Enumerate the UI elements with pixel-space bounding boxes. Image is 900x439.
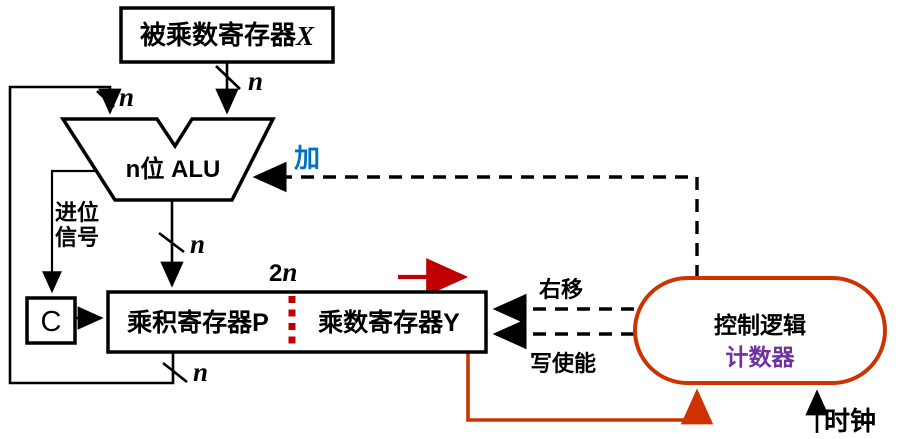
control-logic-label: 控制逻辑 bbox=[714, 312, 806, 338]
alu-feedback-wire bbox=[8, 85, 175, 385]
bus-width-label-alu-output: n bbox=[190, 229, 205, 259]
product-register-label: 乘积寄存器P bbox=[127, 308, 269, 337]
bus-width-label-alu-left: n bbox=[119, 82, 134, 112]
multiplicand-register-box bbox=[119, 6, 335, 64]
bus-slash-x-input bbox=[215, 65, 241, 90]
bus-width-label-feedback: n bbox=[193, 357, 208, 387]
bus-width-label-x-input: n bbox=[248, 66, 263, 96]
multiplier-register-label: 乘数寄存器Y bbox=[318, 308, 460, 337]
carry-signal-wire bbox=[42, 169, 96, 294]
bus-slash-alu-output bbox=[158, 231, 185, 254]
counter-label: 计数器 bbox=[726, 344, 796, 370]
carry-flag-label: C bbox=[41, 306, 62, 338]
register-box bbox=[106, 290, 488, 354]
write-enable-label: 写使能 bbox=[530, 351, 596, 376]
shift-right-label: 右移 bbox=[539, 277, 583, 302]
multiplicand-register-label: 被乘数寄存器X bbox=[140, 20, 315, 51]
control-logic-block bbox=[633, 276, 887, 385]
clock-label: 时钟 bbox=[824, 406, 876, 436]
register-to-control-wire bbox=[466, 352, 714, 425]
add-signal-wire bbox=[252, 161, 699, 278]
alu-label: n位 ALU bbox=[126, 155, 221, 183]
bus-width-label-2n: 2n bbox=[269, 257, 297, 287]
bus-slash-alu-left bbox=[96, 90, 115, 108]
add-signal-label: 加 bbox=[294, 143, 320, 173]
alu-shape bbox=[59, 117, 276, 202]
carry-signal-label-line1: 进位 bbox=[55, 200, 99, 225]
carry-flag-box bbox=[25, 296, 77, 345]
carry-signal-label-line2: 信号 bbox=[55, 225, 99, 250]
bus-slash-feedback bbox=[162, 361, 188, 384]
